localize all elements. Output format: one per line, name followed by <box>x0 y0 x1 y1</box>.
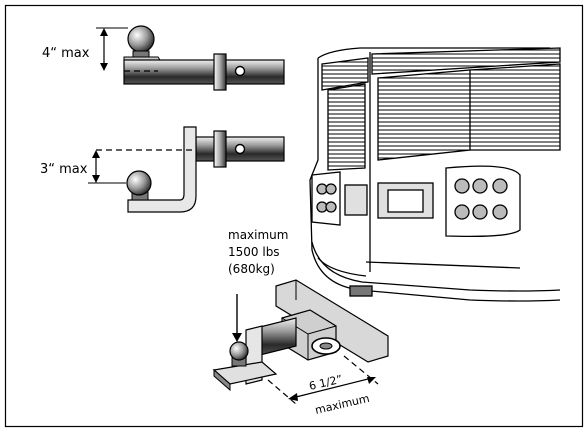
capacity-label-line1: maximum <box>228 228 288 242</box>
rise-dimension-arrow <box>100 28 108 71</box>
rise-ball-mount-icon <box>96 25 285 91</box>
capacity-label-line3: (680kg) <box>228 262 275 276</box>
rv-rear-icon <box>309 47 561 302</box>
drop-ball-mount-icon <box>88 126 285 213</box>
rise-max-label: 4“ max <box>42 46 90 61</box>
drop-max-label: 3“ max <box>40 162 88 177</box>
hitch-receiver-icon <box>212 279 389 392</box>
extension-dimension-arrow <box>267 355 379 405</box>
drop-dimension-arrow <box>92 150 100 183</box>
capacity-arrow <box>232 294 242 342</box>
capacity-label-line2: 1500 lbs <box>228 245 280 259</box>
